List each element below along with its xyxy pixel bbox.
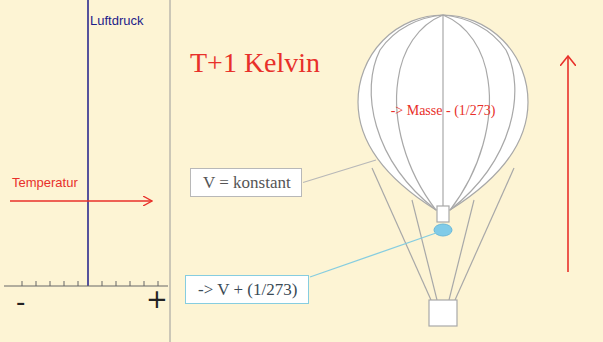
minus-sign: - (16, 288, 25, 317)
leader-line (310, 233, 436, 277)
title-text: T+1 Kelvin (190, 48, 320, 79)
divider-line (170, 0, 171, 342)
leader-line (303, 160, 376, 183)
state-box: -> V + (1/273) (185, 275, 309, 304)
lift-arrow (567, 56, 569, 272)
mass-label: -> Masse - (1/273) (391, 103, 496, 118)
burner-flame (434, 224, 452, 236)
hot-air-balloon (358, 15, 528, 326)
temperature-label: Temperatur (12, 176, 78, 190)
temperature-arrow (10, 200, 152, 201)
box-text: V = konstant (203, 174, 289, 193)
pressure-line (87, 0, 89, 286)
plus-sign: + (146, 285, 168, 314)
state-box: V = konstant (190, 168, 302, 197)
scale-axis (4, 281, 168, 286)
pressure-label: Luftdruck (90, 14, 143, 28)
box-text: -> V + (1/273) (198, 281, 296, 300)
